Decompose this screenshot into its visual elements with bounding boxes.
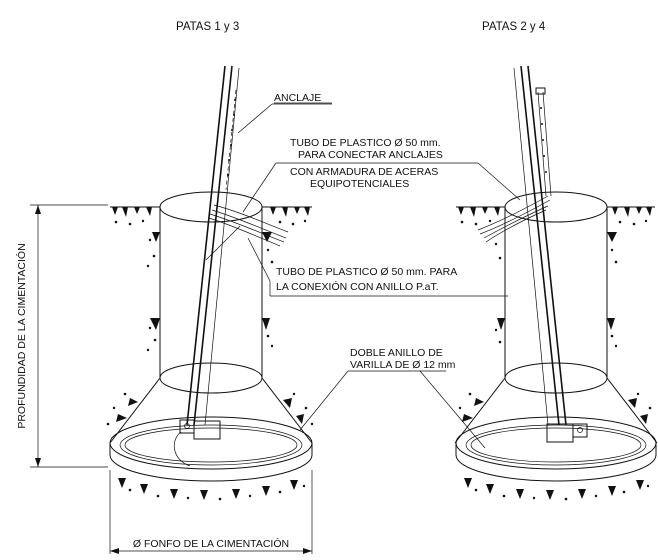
depth-dimension: PROFUNDIDAD DE LA CIMENTACIÓN	[15, 204, 108, 468]
header-right: PATAS 2 y 4	[482, 21, 546, 33]
tubo-top-line2: PARA CONECTAR ANCLAJES	[298, 149, 443, 161]
tubo-top-line4: EQUIPOTENCIALES	[310, 178, 409, 190]
anillo-line2: VARILLA DE Ø 12 mm	[350, 359, 456, 371]
tubo-mid-line2: LA CONEXIÓN CON ANILLO P.aT.	[276, 280, 439, 293]
tubo-mid-line1: TUBO DE PLASTICO Ø 50 mm. PARA	[276, 266, 457, 278]
tubo-top-line1: TUBO DE PLASTICO Ø 50 mm.	[290, 137, 441, 149]
left-foundation	[106, 65, 314, 501]
base-diameter-dimension: Ø FONFO DE LA CIMENTACIÓN	[109, 470, 313, 554]
tubo-top-line3: CON ARMADURA DE ACERAS	[290, 166, 438, 178]
anclaje-label: ANCLAJE	[274, 92, 321, 104]
base-diameter-label: Ø FONFO DE LA CIMENTACIÓN	[133, 537, 289, 550]
header-left: PATAS 1 y 3	[176, 21, 239, 33]
leader-lines	[237, 103, 521, 449]
right-foundation	[454, 65, 658, 501]
depth-label: PROFUNDIDAD DE LA CIMENTACIÓN	[15, 243, 28, 428]
anillo-line1: DOBLE ANILLO DE	[350, 347, 443, 359]
